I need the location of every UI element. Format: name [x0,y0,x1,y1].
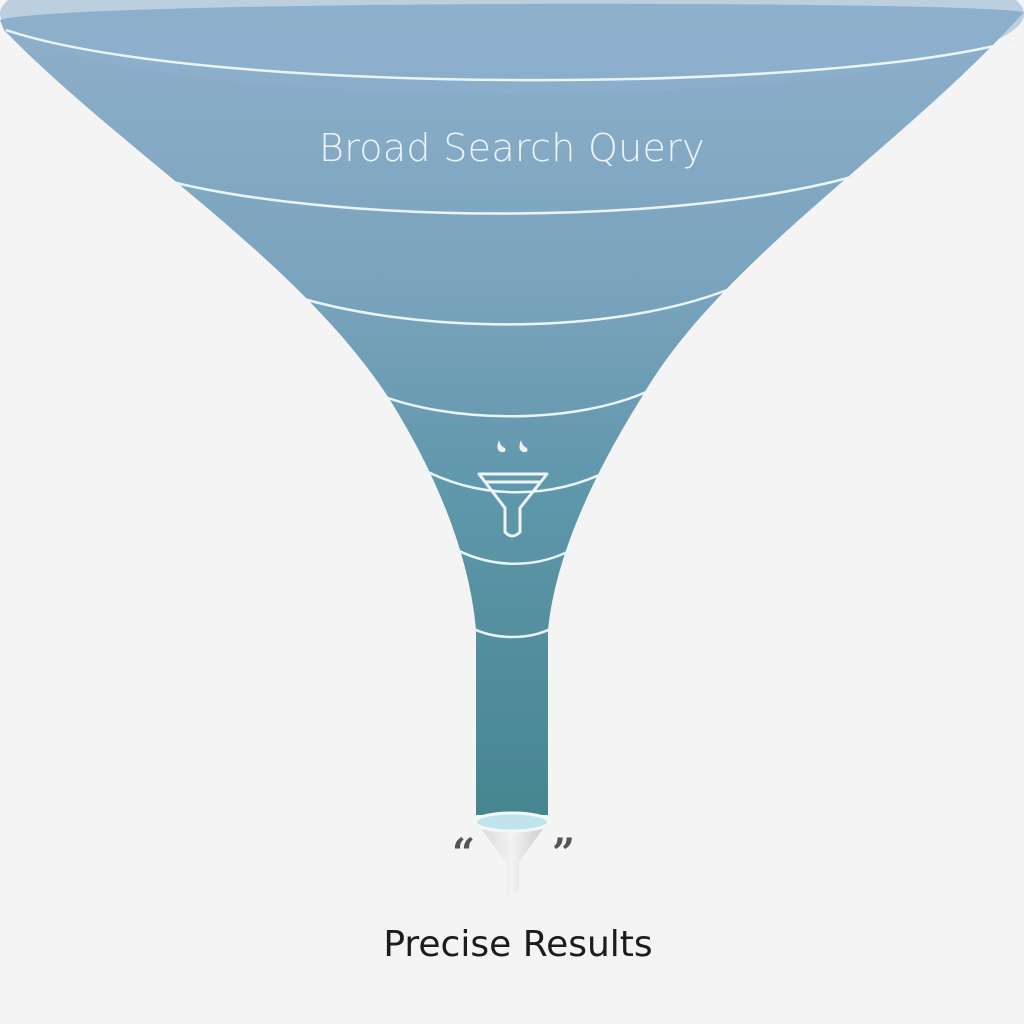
small-funnel-icon [473,811,551,896]
top-label: Broad Search Query [319,126,705,170]
funnel-body [0,3,1024,816]
bottom-label: Precise Results [383,924,653,965]
open-quote-icon: “ [452,830,476,877]
filter-funnel-icon [477,472,549,538]
quote-marks-icon [497,440,528,453]
funnel-rings [5,28,1019,639]
close-quote-icon: ” [552,830,576,877]
